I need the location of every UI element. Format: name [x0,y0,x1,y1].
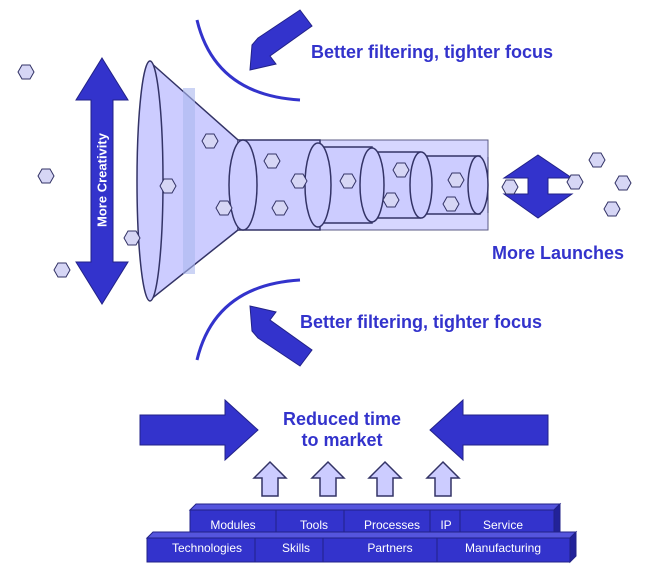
block-label-processes: Processes [363,518,421,532]
up-arrow-1 [252,460,288,497]
hexagon [442,196,460,212]
hexagon [263,153,281,169]
hexagon [271,200,289,216]
bottom-filter-label: Better filtering, tighter focus [300,312,543,332]
block-label-ip: IP [440,518,452,532]
funnel-ring-2 [304,142,332,228]
bottom-diagonal-arrow [249,305,313,367]
up-arrow-4 [425,460,461,497]
creativity-double-arrow [75,57,129,305]
hexagon [603,201,621,217]
top-filter-label: Better filtering, tighter focus [311,42,554,62]
hexagon [53,262,71,278]
block-partners [322,537,438,563]
launches-label: More Launches [492,243,625,263]
hexagon [392,162,410,178]
block-label-partners: Partners [367,541,413,555]
up-arrow-2 [310,460,346,497]
bottom-curve [195,278,301,361]
funnel-ring-3 [359,147,385,223]
hexagon [37,168,55,184]
hexagon [339,173,357,189]
funnel-ring-5 [467,155,489,215]
launches-double-arrow [502,154,574,219]
funnel [136,60,489,302]
time-line-2: to market [301,430,383,450]
top-diagonal-arrow [249,9,313,71]
block-label-tools: Tools [299,518,329,532]
time-to-market-label: Reduced time to market [262,409,422,451]
hexagon [159,178,177,194]
up-arrow-3 [367,460,403,497]
hexagon [17,64,35,80]
hexagon [614,175,632,191]
block-label-skills: Skills [281,541,311,555]
funnel-ring-4 [409,151,433,219]
hexagon [382,192,400,208]
hexagon [566,174,584,190]
hexagon [123,230,141,246]
up-arrows [252,460,461,497]
building-blocks [145,502,578,564]
block-label-technologies: Technologies [171,541,243,555]
hexagon [447,172,465,188]
block-label-manufacturing: Manufacturing [464,541,542,555]
block-label-service: Service [482,518,524,532]
time-line-1: Reduced time [282,409,402,429]
hexagon [501,179,519,195]
hexagon [290,173,308,189]
creativity-label: More Creativity [94,133,110,227]
right-horizontal-arrow [429,398,549,462]
hexagon [215,200,233,216]
block-manufacturing [436,537,571,563]
top-curve [195,19,301,102]
hexagon [588,152,606,168]
block-technologies [146,537,256,563]
left-horizontal-arrow [139,398,259,462]
hexagon [201,133,219,149]
funnel-ring-1 [228,139,258,231]
block-label-modules: Modules [210,518,256,532]
